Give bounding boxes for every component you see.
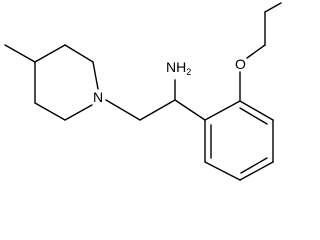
amine-label: NH2 [166,59,191,77]
bond-ch-aryl [174,99,206,121]
amine-nitrogen-symbol: N [166,59,176,75]
double-bond-inner-2 [240,157,268,174]
bond-o-ch2 [246,44,266,59]
ring-nitrogen-label: N [93,89,103,105]
chemical-structure-diagram: NH2 N O [4,2,282,181]
double-bond-inner-3 [239,107,268,125]
bond-c2b-c3b [34,102,66,121]
piperidine-ring [34,44,99,121]
bond-ar2-ar3 [204,161,241,181]
bond-n-ch2 [105,99,141,121]
bond-ar5-ar6 [239,100,274,121]
amine-hydrogen-count: 2 [186,67,191,77]
bond-c3a-c2a [64,44,94,63]
structure-canvas: NH2 N O [4,2,282,181]
bond-c2a-n [92,61,99,90]
ether-oxygen-label: O [235,56,246,72]
bond-ch2-ch [139,99,176,121]
bond-n-c2b [64,104,93,121]
amine-hydrogen-symbol: H [176,59,186,75]
bond-methyl [4,44,36,63]
bond-ar6-ar1 [204,100,241,121]
bond-ch3-terminal [264,2,282,13]
benzene-ring [204,100,274,181]
bond-c4-c3a [34,44,66,63]
bond-ar3-ar4 [239,161,274,181]
